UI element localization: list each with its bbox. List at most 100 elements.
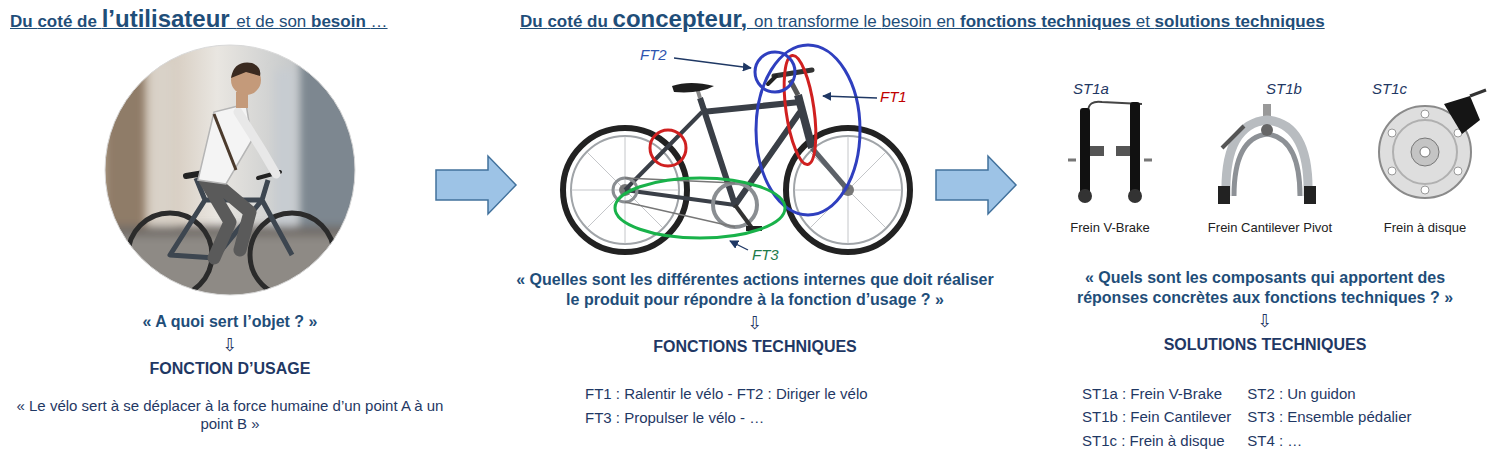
heading-word: l’utilisateur [102, 5, 237, 32]
v-brake-picture [1116, 146, 1130, 156]
bicycle-drawing [735, 205, 752, 228]
callout-label: FT2 [640, 46, 667, 65]
stage-title: FONCTION D’USAGE [30, 359, 430, 379]
leader-line [674, 58, 877, 250]
section-heading: Du coté de l’utilisateur et de son besoi… [10, 4, 388, 34]
function-marks [650, 130, 686, 166]
cyclist-photo [238, 112, 276, 174]
caliper-brake-picture [1304, 186, 1316, 204]
heading-word: techniques [1235, 12, 1325, 31]
block-arrow [936, 156, 1016, 214]
picture-caption: Frein à disque [1368, 220, 1482, 236]
function-list: FT3 : Propulser le vélo - … [585, 409, 764, 428]
down-arrow: ⇩ [515, 312, 995, 335]
v-brake-picture [1128, 189, 1142, 203]
callout-label: FT1 [880, 88, 907, 107]
caliper-brake-picture [1261, 124, 1273, 136]
v-brake-picture [1068, 102, 1152, 203]
leader-line [674, 58, 751, 68]
solution-list: ST1c : Frein à disque [1082, 432, 1225, 451]
down-arrow: ⇩ [30, 334, 430, 357]
bicycle-drawing [768, 76, 776, 84]
question: « A quoi sert l’objet ? » [30, 312, 430, 332]
solution-list: ST4 : … [1247, 432, 1302, 451]
cyclist-photo [100, 40, 360, 302]
heading-word: transforme [778, 12, 864, 31]
cyclist-photo [205, 180, 250, 258]
v-brake-picture [1130, 102, 1140, 198]
heading-word: coté [547, 12, 587, 31]
callout-label: FT3 [752, 246, 779, 265]
picture-caption: Frein Cantilever Pivot [1205, 220, 1335, 236]
heading-word: coté [37, 12, 77, 31]
heading-word: solutions [1155, 12, 1235, 31]
heading-word: le [864, 12, 882, 31]
function-marks [615, 45, 860, 238]
picture-caption: Frein V-Brake [1055, 220, 1165, 236]
cyclist-photo [100, 40, 360, 302]
heading-word: concepteur, [613, 5, 754, 32]
function-list: FT1 : Ralentir le vélo - FT2 : Diriger l… [585, 385, 868, 404]
bicycle-drawing [672, 83, 714, 92]
caliper-brake-picture [1222, 126, 1244, 148]
disc-brake-picture [1454, 167, 1462, 175]
disc-brake-picture [1379, 90, 1486, 198]
heading-word: on [754, 12, 778, 31]
caliper-brake-picture [1218, 104, 1316, 204]
callout-label: ST1b [1266, 80, 1302, 99]
heading-word: fonctions [960, 12, 1041, 31]
cyclist-photo [275, 70, 295, 230]
callout-label: ST1a [1073, 80, 1109, 99]
solution-list: ST3 : Ensemble pédalier [1247, 408, 1411, 427]
stage-title: FONCTIONS TECHNIQUES [515, 337, 995, 357]
caliper-brake-picture [1218, 186, 1230, 204]
heading-word: … [371, 12, 388, 31]
disc-brake-picture [1388, 110, 1462, 194]
v-brake-picture [1080, 108, 1090, 198]
leader-line [823, 96, 877, 98]
cyclist-photo [150, 60, 175, 230]
v-brake-picture [1090, 146, 1104, 156]
section-heading: Du coté du concepteur, on transforme le … [520, 4, 1325, 34]
disc-brake-picture [1420, 147, 1430, 157]
cyclist-photo [231, 63, 260, 78]
usage-statement: « Le vélo sert à se déplacer à la force … [10, 397, 450, 435]
v-brake-picture [1068, 159, 1152, 162]
question: « Quels sont les composants qui apporten… [1050, 268, 1480, 308]
heading-word: Du [10, 12, 37, 31]
question: « Quelles sont les différentes actions i… [515, 270, 995, 310]
photo-frame [105, 45, 355, 295]
function-marks [755, 52, 795, 92]
bicycle-drawing [713, 183, 757, 227]
disc-brake-picture [1388, 167, 1396, 175]
disc-brake-picture [1421, 186, 1429, 194]
heading-word: de [255, 12, 279, 31]
heading-word: en [936, 12, 960, 31]
heading-word: et [236, 12, 255, 31]
function-marks [778, 54, 821, 167]
solution-list: ST1a : Frein V-Brake [1082, 385, 1222, 404]
cyclist-photo [170, 178, 292, 258]
cyclist-photo [214, 114, 236, 170]
disc-brake-picture [1393, 120, 1457, 184]
heading-word: besoin [311, 12, 371, 31]
stage-title: SOLUTIONS TECHNIQUES [1050, 335, 1480, 355]
leader-line [730, 241, 748, 250]
bicycle-drawing [571, 136, 902, 244]
bicycle-drawing [812, 148, 848, 190]
heading-word: son [279, 12, 311, 31]
callout-label: ST1c [1372, 80, 1407, 99]
disc-brake-picture [1421, 110, 1429, 118]
heading-word: Du [520, 12, 547, 31]
disc-brake-picture [1411, 138, 1439, 166]
heading-word: de [77, 12, 102, 31]
v-brake-picture [1078, 189, 1092, 203]
disc-brake-picture [1470, 90, 1486, 96]
block-arrow [436, 156, 516, 214]
heading-word: du [587, 12, 613, 31]
disc-brake-picture [1444, 96, 1480, 134]
disc-brake-picture [1388, 129, 1396, 137]
caliper-brake-picture [1234, 134, 1300, 196]
function-marks [756, 45, 860, 215]
